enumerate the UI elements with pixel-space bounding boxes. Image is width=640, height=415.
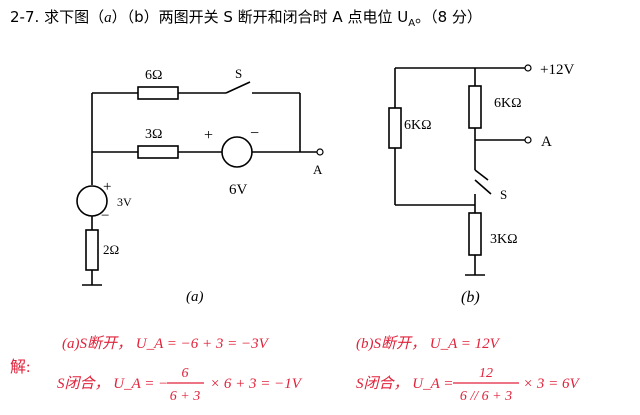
question-sub: A <box>408 18 416 29</box>
terminal-node-a-b <box>524 136 532 144</box>
question-points: 。（8 分） <box>415 8 482 26</box>
question-text-mid: ）（b）两图开关 S 断开和闭合时 A 点电位 U <box>111 8 409 26</box>
label-node-a-b: A <box>541 134 552 150</box>
label-6ohm: 6Ω <box>145 68 162 83</box>
resistor-6ohm-top <box>137 86 179 100</box>
resistor-6k-left <box>388 107 402 149</box>
solution-b-closed-num: 12 <box>479 366 493 381</box>
label-3k: 3KΩ <box>490 232 518 247</box>
question-text: 2-7. 求下图（a）（b）两图开关 S 断开和闭合时 A 点电位 UA。（8 … <box>10 6 482 29</box>
solution-b-closed-den: 6 // 6 + 3 <box>460 389 512 404</box>
switch-s-a <box>225 81 251 94</box>
label-6k-right: 6KΩ <box>494 96 522 111</box>
label-3ohm: 3Ω <box>145 127 162 142</box>
caption-b: (b) <box>461 289 480 306</box>
solution-b-closed-suffix: × 3 = 6V <box>523 376 580 392</box>
solution-b-closed-prefix: S闭合， U_A = <box>356 375 453 392</box>
resistor-2ohm <box>85 229 99 271</box>
resistor-3ohm <box>137 145 179 159</box>
question-text-before: 求下图（ <box>44 8 105 26</box>
resistor-6k-right <box>468 85 482 129</box>
label-switch-s-a: S <box>235 66 242 81</box>
solution-a-closed-prefix: S闭合， U_A = − <box>57 375 168 392</box>
label-6k-left: 6KΩ <box>404 118 432 133</box>
solution-a-open: (a)S断开， U_A = −6 + 3 = −3V <box>62 335 270 352</box>
label-3v-minus: − <box>101 208 109 224</box>
solution-b-open: (b)S断开， U_A = 12V <box>356 335 501 352</box>
solution: 解: (a)S断开， U_A = −6 + 3 = −3V S闭合， U_A =… <box>10 335 580 404</box>
solution-a-closed-suffix: × 6 + 3 = −1V <box>210 376 303 392</box>
circuit-b: +12V 6KΩ 6KΩ A S 3KΩ (b) <box>388 62 574 306</box>
solution-label: 解: <box>10 358 30 376</box>
label-6v-plus: + <box>204 127 213 144</box>
label-12v: +12V <box>540 62 574 78</box>
label-3v: 3V <box>117 195 132 209</box>
terminal-a-a <box>316 148 324 156</box>
terminal-12v <box>524 64 532 72</box>
voltage-source-6v <box>221 136 253 168</box>
circuit-a: 6Ω S 3Ω + − 6V A + − 3V 2Ω (a) <box>76 66 324 305</box>
label-switch-s-b: S <box>500 187 507 202</box>
question-a: a <box>104 10 112 26</box>
question-number: 2-7. <box>10 8 40 26</box>
solution-a-closed-den: 6 + 3 <box>170 389 200 404</box>
label-node-a-a: A <box>313 162 323 177</box>
caption-a: (a) <box>186 289 204 305</box>
solution-a-closed-num: 6 <box>182 366 189 381</box>
label-3v-plus: + <box>103 179 111 195</box>
label-2ohm: 2Ω <box>103 242 119 257</box>
resistor-3k <box>468 212 482 256</box>
switch-s-b <box>474 179 492 195</box>
label-6v: 6V <box>229 182 248 198</box>
label-6v-minus: − <box>250 125 259 142</box>
